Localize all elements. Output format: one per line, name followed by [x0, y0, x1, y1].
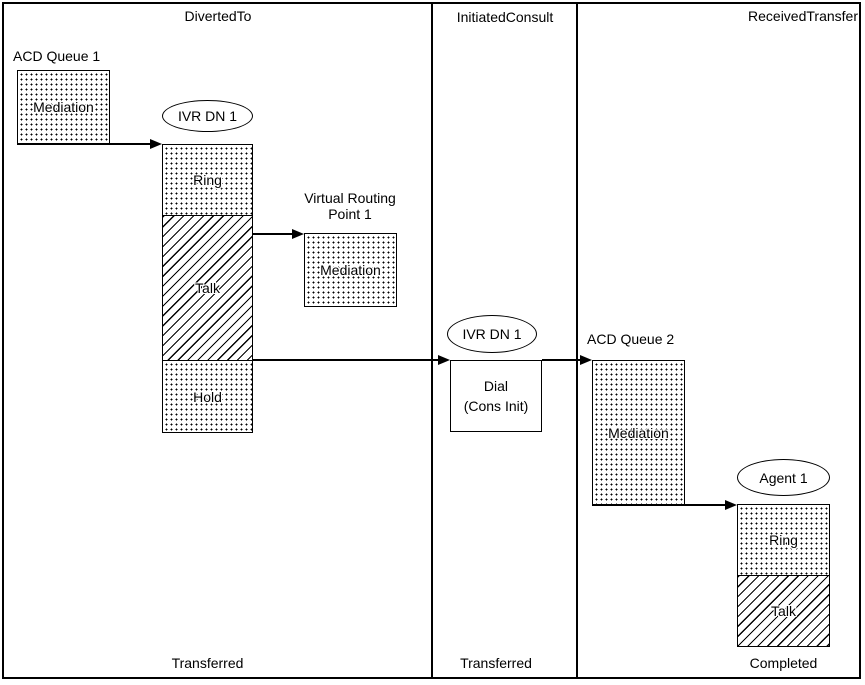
ivr-dn-1-consult-ellipse: IVR DN 1 [447, 315, 537, 353]
arrow-line-talk-to-vrp [253, 233, 292, 235]
lane-footer-transferred-2: Transferred [460, 655, 532, 671]
lane-divider-2 [576, 2, 578, 679]
lane-header-divertedto: DivertedTo [184, 8, 252, 24]
acd-queue-1-mediation-box: Mediation [17, 70, 110, 144]
ivr-dn-1-label: IVR DN 1 [177, 108, 238, 124]
ivr-dn-1-consult-label: IVR DN 1 [462, 326, 522, 342]
acd-queue-2-label: ACD Queue 2 [587, 331, 675, 347]
virtual-routing-point-1-label: Virtual Routing Point 1 [304, 190, 396, 222]
lane-header-initiatedconsult: InitiatedConsult [456, 9, 554, 25]
agent-1-talk-box: Talk [737, 575, 830, 647]
ivr-dn-1-ring-box: Ring [162, 144, 253, 216]
acd-queue-2-mediation-box: Mediation [592, 360, 685, 505]
ring-state-label: Ring [193, 172, 222, 188]
arrow-line-hold-to-dial [253, 359, 438, 361]
talk-state-label: Talk [195, 280, 220, 296]
ivr-dn-1-ellipse: IVR DN 1 [162, 100, 253, 132]
lane-divider-1 [431, 2, 433, 679]
ivr-dn-1-hold-box: Hold [162, 360, 253, 433]
lane-header-receivedtransfer: ReceivedTransfer [748, 8, 858, 24]
arrow-head-hold-to-dial [438, 355, 450, 365]
ring-state-label: Ring [769, 532, 798, 548]
agent-1-ring-box: Ring [737, 504, 830, 576]
agent-1-label: Agent 1 [759, 469, 808, 486]
arrow-line-acdq1-to-ivr [17, 143, 150, 145]
lane-footer-completed: Completed [749, 655, 818, 671]
arrow-line-dial-to-acdq2 [542, 359, 580, 361]
arrow-head-acdq1-to-ivr [150, 139, 162, 149]
arrow-head-acdq2-to-agent1 [725, 500, 737, 510]
hold-state-label: Hold [193, 388, 222, 405]
lane-footer-transferred-1: Transferred [171, 655, 244, 671]
vrp-mediation-box: Mediation [304, 233, 397, 307]
mediation-state-label: Mediation [608, 424, 669, 441]
ivr-dn-1-talk-box: Talk [162, 215, 253, 361]
arrow-head-talk-to-vrp [292, 229, 304, 239]
talk-state-label: Talk [771, 603, 796, 619]
dial-state-label: Dial (Cons Init) [463, 378, 529, 414]
acd-queue-1-label: ACD Queue 1 [13, 48, 101, 64]
agent-1-ellipse: Agent 1 [737, 459, 830, 496]
arrow-line-acdq2-to-agent1 [592, 504, 725, 506]
mediation-state-label: Mediation [320, 262, 381, 278]
mediation-state-label: Mediation [33, 99, 94, 115]
dial-cons-init-box: Dial (Cons Init) [450, 360, 542, 432]
arrow-head-dial-to-acdq2 [580, 355, 592, 365]
